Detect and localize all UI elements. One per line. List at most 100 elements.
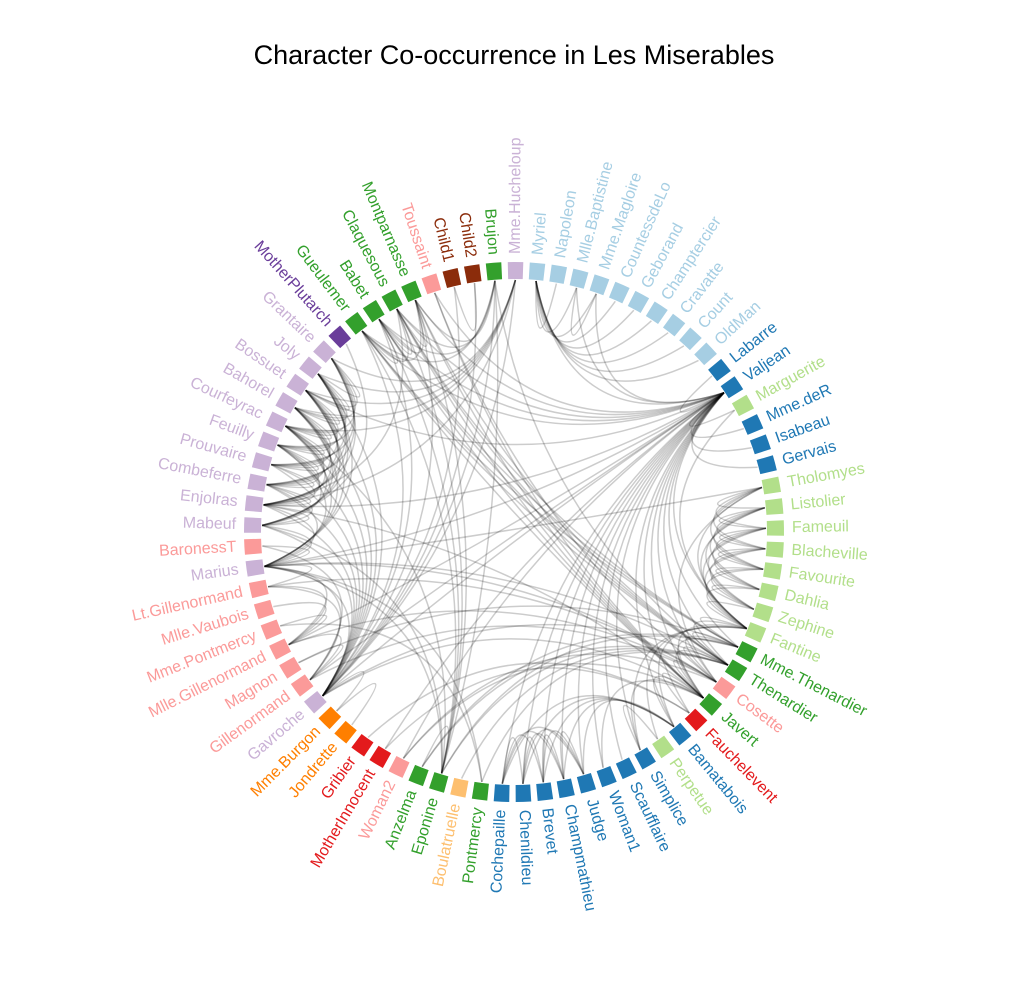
node-Valjean[interactable] [720, 376, 744, 399]
node-Combeferre[interactable] [247, 473, 267, 492]
node-label-Judge: Judge [583, 797, 611, 844]
node-Mlle.Vaubois[interactable] [253, 599, 275, 620]
node-Gervais[interactable] [756, 455, 777, 475]
node-Woman2[interactable] [388, 756, 410, 778]
node-Woman1[interactable] [596, 765, 617, 788]
node-Tholomyes[interactable] [761, 476, 782, 495]
node-Child2[interactable] [463, 264, 482, 284]
node-CountessdeLo[interactable] [608, 281, 630, 304]
node-Champtercier[interactable] [645, 301, 668, 325]
node-Courfeyrac[interactable] [265, 411, 288, 433]
node-Jondrette[interactable] [334, 720, 357, 744]
node-Bossuet[interactable] [286, 373, 309, 396]
link-Dahlia-Favourite [715, 567, 764, 591]
link-Judge-Valjean [577, 392, 725, 775]
node-Babet[interactable] [362, 299, 385, 323]
node-Fameuil[interactable] [766, 520, 784, 536]
node-Fantine[interactable] [744, 622, 767, 643]
node-Brujon[interactable] [485, 262, 503, 281]
link-Mme.deR-Valjean [690, 392, 745, 439]
node-label-Marius: Marius [190, 561, 240, 584]
node-Bamatabois[interactable] [668, 722, 692, 746]
node-Perpetue[interactable] [652, 735, 675, 759]
link-Thenardier-Valjean [663, 392, 729, 666]
node-Lt.Gillenormand[interactable] [248, 579, 269, 599]
node-Joly[interactable] [299, 356, 322, 379]
node-Child1[interactable] [442, 267, 462, 289]
node-Dahlia[interactable] [758, 582, 779, 602]
node-Mme.deR[interactable] [741, 414, 764, 435]
node-Myriel[interactable] [528, 262, 546, 281]
node-Mme.Burgon[interactable] [318, 706, 342, 730]
node-Cochepaille[interactable] [493, 784, 510, 802]
node-Gavroche[interactable] [303, 690, 327, 714]
node-Enjolras[interactable] [244, 495, 264, 513]
link-Montparnasse-Thenardier [414, 299, 729, 666]
link-BaronessT-Marius [262, 545, 311, 568]
node-Boulatruelle[interactable] [450, 777, 469, 798]
node-Mme.Magloire[interactable] [589, 274, 610, 296]
node-Thenardier[interactable] [724, 659, 748, 682]
node-Eponine[interactable] [429, 772, 449, 793]
node-Magnon[interactable] [279, 656, 302, 679]
node-Gribier[interactable] [351, 733, 374, 757]
node-Cosette[interactable] [712, 676, 736, 700]
node-Javert[interactable] [699, 693, 723, 716]
link-Cosette-Mme.Thenardier [684, 635, 739, 683]
node-Mlle.Baptistine[interactable] [569, 268, 589, 289]
node-Mme.Pontmercy[interactable] [260, 619, 283, 640]
node-Pontmercy[interactable] [471, 781, 489, 801]
node-Mme.Thenardier[interactable] [735, 641, 758, 663]
node-Marius[interactable] [245, 559, 265, 577]
link-Cosette-Valjean [657, 392, 725, 683]
node-Feuilly[interactable] [258, 431, 280, 452]
node-Montparnasse[interactable] [401, 280, 422, 303]
node-Labarre[interactable] [708, 358, 731, 382]
node-Chenildieu[interactable] [515, 784, 532, 802]
node-Fauchelevent[interactable] [684, 708, 708, 732]
node-Bahorel[interactable] [275, 392, 298, 414]
node-MotherPlutarch[interactable] [328, 325, 352, 349]
node-Favourite[interactable] [763, 562, 783, 580]
node-Listolier[interactable] [765, 498, 784, 515]
node-Napoleon[interactable] [549, 264, 568, 284]
node-Scaufflaire[interactable] [615, 757, 637, 780]
node-Mme.Hucheloup[interactable] [507, 261, 524, 280]
node-Isabeau[interactable] [749, 434, 771, 455]
link-Montparnasse-Valjean [414, 299, 725, 416]
node-OldMan[interactable] [694, 342, 717, 366]
node-Anzelma[interactable] [408, 764, 429, 787]
node-Grantaire[interactable] [313, 340, 336, 363]
node-Brevet[interactable] [536, 782, 554, 801]
node-Prouvaire[interactable] [251, 452, 273, 472]
node-Marguerite[interactable] [731, 394, 755, 417]
node-Judge[interactable] [576, 773, 597, 794]
node-Gueulemer[interactable] [345, 311, 368, 335]
node-Mlle.Gillenormand[interactable] [269, 638, 292, 660]
node-BaronessT[interactable] [244, 538, 262, 555]
link-Brevet-Bamatabois [542, 697, 675, 783]
link-Mme.Hucheloup-Courfeyrac [285, 279, 517, 432]
node-Claquesous[interactable] [381, 289, 403, 312]
node-Geborand[interactable] [627, 290, 650, 313]
node-MotherInnocent[interactable] [369, 745, 392, 769]
node-Blacheville[interactable] [765, 541, 784, 558]
node-Cravatte[interactable] [662, 313, 686, 337]
node-Simplice[interactable] [634, 747, 656, 770]
node-Zephine[interactable] [752, 602, 774, 623]
link-Champmathieu-Judge [559, 731, 585, 780]
link-MotherInnocent-Fauchelevent [384, 667, 690, 750]
link-Javert-Mme.Thenardier [676, 638, 739, 699]
link-Bossuet-Bahorel [294, 389, 341, 425]
link-Joly-Prouvaire [271, 373, 346, 466]
link-Blacheville-Tholomyes [713, 486, 766, 550]
node-label-BaronessT: BaronessT [159, 539, 237, 560]
node-Toussaint[interactable] [421, 273, 442, 295]
link-Mlle.Vaubois-Mlle.Gillenormand [273, 601, 327, 646]
link-Bossuet-Combeferre [266, 389, 339, 486]
node-Gillenormand[interactable] [290, 674, 314, 697]
node-Champmathieu[interactable] [556, 778, 575, 799]
node-Count[interactable] [679, 327, 702, 351]
node-Mabeuf[interactable] [244, 517, 262, 533]
